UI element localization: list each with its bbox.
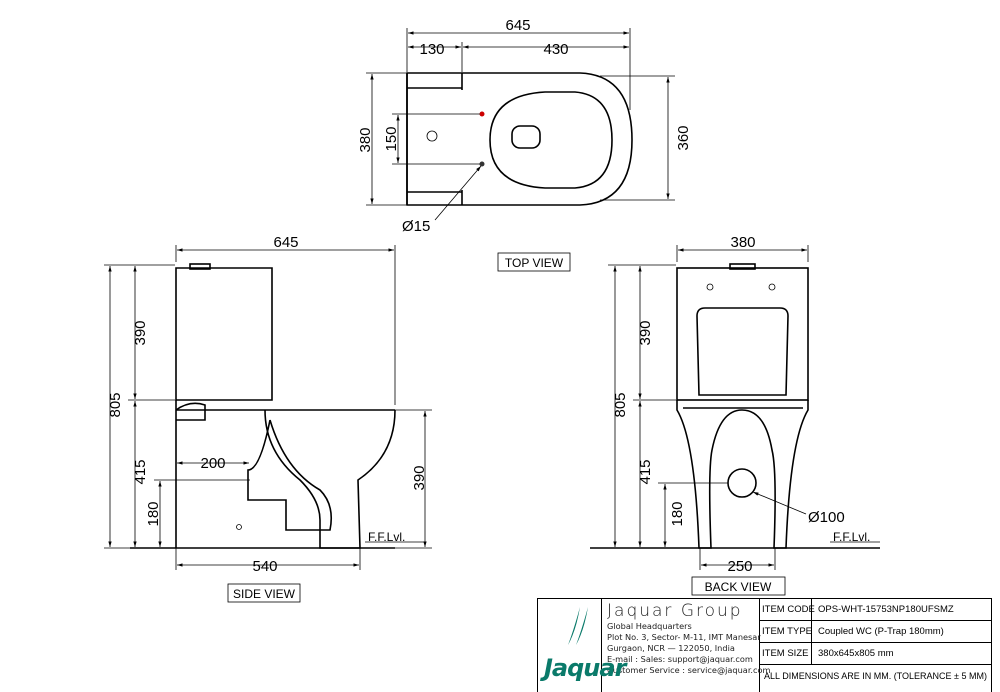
dim-back-805: 805 [612, 392, 629, 417]
item-type-value: Coupled WC (P-Trap 180mm) [818, 626, 944, 637]
dim-top-645: 645 [505, 17, 530, 34]
company-info: Jaquar Group Global Headquarters Plot No… [602, 599, 771, 692]
address-line: Global Headquarters [607, 621, 692, 631]
top-view: 645 130 430 380 150 360 Ø15 TOP VIEW [357, 17, 692, 272]
tolerance-note: ALL DIMENSIONS ARE IN MM. (TOLERANCE ± 5… [764, 671, 987, 681]
dim-top-150: 150 [383, 126, 400, 151]
dim-side-180: 180 [145, 501, 162, 526]
item-size-label: ITEM SIZE [760, 643, 813, 664]
side-view: 645 805 390 415 180 200 390 540 F.F.Lvl.… [104, 234, 432, 603]
item-code-label: ITEM CODE [760, 599, 815, 620]
dim-side-200: 200 [200, 455, 225, 472]
title-block: Jaquar Jaquar Group Global Headquarters … [537, 598, 992, 692]
jaquar-logo-mark-icon [568, 607, 588, 645]
logo: Jaquar [538, 599, 626, 692]
dim-back-390: 390 [637, 320, 654, 345]
company-name: Jaquar Group [607, 601, 743, 621]
dim-back-180: 180 [669, 501, 686, 526]
dim-back-415: 415 [637, 459, 654, 484]
back-floor-label: F.F.Lvl. [833, 530, 870, 544]
top-view-label: TOP VIEW [505, 256, 564, 270]
address-line: Gurgaon, NCR — 122050, India [607, 643, 735, 653]
back-view: 380 805 390 415 180 Ø100 250 F.F.Lvl. BA… [590, 234, 880, 596]
item-type-label: ITEM TYPE [760, 621, 813, 642]
dim-side-540: 540 [252, 558, 277, 575]
address-line: Plot No. 3, Sector- M-11, IMT Manesar [607, 632, 761, 642]
dim-back-250: 250 [727, 558, 752, 575]
back-view-label: BACK VIEW [705, 580, 772, 594]
email-line: E-mail : Sales: support@jaquar.com [607, 654, 753, 664]
dim-side-415: 415 [132, 459, 149, 484]
dim-top-380: 380 [357, 127, 374, 152]
dim-side-805: 805 [107, 392, 124, 417]
item-code-value: OPS-WHT-15753NP180UFSMZ [818, 604, 954, 615]
side-floor-label: F.F.Lvl. [368, 530, 405, 544]
dim-back-outlet-dia: Ø100 [808, 509, 845, 526]
dim-top-430: 430 [543, 41, 568, 58]
dim-side-645: 645 [273, 234, 298, 251]
dim-top-360: 360 [675, 125, 692, 150]
dim-top-hole-dia: Ø15 [402, 218, 430, 235]
dim-top-130: 130 [419, 41, 444, 58]
dim-side-seat-390: 390 [411, 465, 428, 490]
dim-side-390: 390 [132, 320, 149, 345]
item-size-value: 380x645x805 mm [818, 648, 894, 659]
dim-back-380: 380 [730, 234, 755, 251]
logo-wordmark: Jaquar [544, 654, 626, 682]
email-line: Customer Service : service@jaquar.com [607, 665, 771, 675]
side-view-label: SIDE VIEW [233, 587, 296, 601]
